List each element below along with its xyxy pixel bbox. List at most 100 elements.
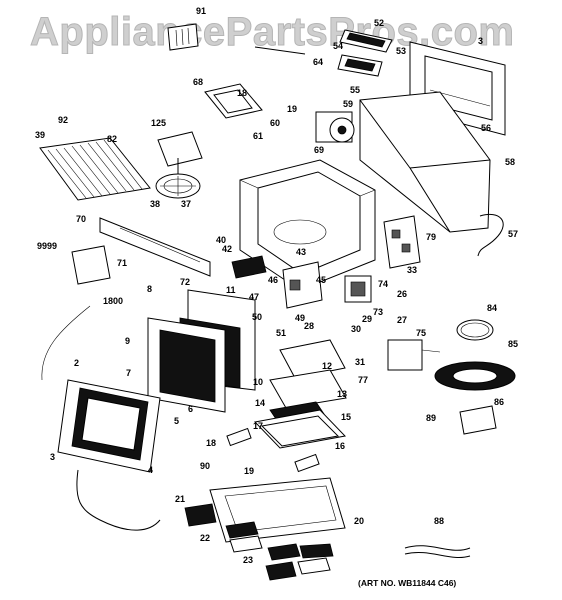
callout: 10 [253,377,264,387]
small-grille-part [231,255,267,279]
callout: 45 [316,275,327,285]
callout: 125 [151,118,167,128]
callout: 26 [397,289,408,299]
callout: 18 [237,88,248,98]
callout: 43 [296,247,307,257]
callout: 28 [304,321,315,331]
callout: 61 [253,131,264,141]
callout: 19 [244,466,255,476]
vent-grille-part [167,23,199,51]
callout: 29 [362,314,373,324]
callout: 23 [243,555,254,565]
art-number: (ART NO. WB11844 C46) [358,578,457,588]
callout: 27 [397,315,408,325]
callout: 18 [206,438,217,448]
callout: 60 [270,118,281,128]
callout: 12 [322,361,333,371]
callout: 84 [487,303,498,313]
callout: 89 [426,413,437,423]
callout: 52 [374,18,385,28]
callout: 4 [148,465,154,475]
callout: 46 [268,275,279,285]
callout: 40 [216,235,227,245]
base-components-part [253,339,347,449]
power-cord-part [477,214,504,257]
callout: 22 [200,533,211,543]
callout: 74 [378,279,389,289]
oven-rack-part [39,137,151,201]
oven-cavity-part [239,159,376,291]
callout: 90 [200,461,211,471]
callout: 79 [426,232,437,242]
leader-line [41,305,91,381]
callout: 73 [373,307,384,317]
callout: 13 [337,389,348,399]
callout: 39 [35,130,46,140]
callout: 6 [188,404,194,414]
callout: 14 [255,398,266,408]
callout: 1800 [103,296,124,306]
callout: 16 [335,441,346,451]
callout: 47 [249,292,260,302]
filter-part [337,29,393,77]
bracket-part [204,83,263,119]
callout: 19 [287,104,298,114]
callout: 9999 [37,241,58,251]
turntable-part [155,131,203,199]
fan-motor-part [315,111,355,143]
callout: 56 [481,123,492,133]
vent-part [99,217,211,277]
callout: 8 [147,284,153,294]
callout: 55 [350,85,361,95]
grease-filter-parts [184,503,334,581]
callout: 2 [74,358,80,368]
callout: 69 [314,145,325,155]
callout: 38 [150,199,161,209]
callout: 5 [174,416,180,426]
callout: 9 [125,336,131,346]
callout: 72 [180,277,191,287]
callout: 49 [295,313,306,323]
callout: 59 [343,99,354,109]
callout: 92 [58,115,69,125]
callout: 17 [253,421,264,431]
latch-assembly-part [282,261,323,309]
turntable-ring-part [434,319,516,391]
callout: 3 [50,452,56,462]
callout: 50 [252,312,263,322]
watermark: AppliancePartsPros.com [30,10,515,55]
callout: 85 [508,339,519,349]
control-board-part [383,215,421,269]
magnetron-part [344,275,372,303]
callout: 20 [354,516,365,526]
callout: 82 [107,134,118,144]
callout: 31 [355,357,366,367]
manual-sheet-part [71,245,111,285]
callout: 11 [226,285,236,295]
outer-cabinet-part [359,91,491,233]
callout: 7 [126,368,132,378]
callout: 86 [494,397,505,407]
callout: 3 [478,36,484,46]
lamp-parts [226,427,320,473]
callout: 33 [407,265,418,275]
callout: 68 [193,77,204,87]
callout: 64 [313,57,324,67]
door-frame-part [57,379,161,473]
callout: 58 [505,157,516,167]
callout: 42 [222,244,233,254]
callout: 54 [333,41,344,51]
callout: 75 [416,328,427,338]
transformer-part [387,339,441,371]
callout: 91 [196,6,207,16]
callout: 57 [508,229,519,239]
callout: 71 [117,258,128,268]
door-assembly-part [147,289,256,413]
callout: 77 [358,375,369,385]
callout: 15 [341,412,352,422]
callout: 51 [276,328,287,338]
door-handle-part [76,469,161,531]
callout: 21 [175,494,186,504]
